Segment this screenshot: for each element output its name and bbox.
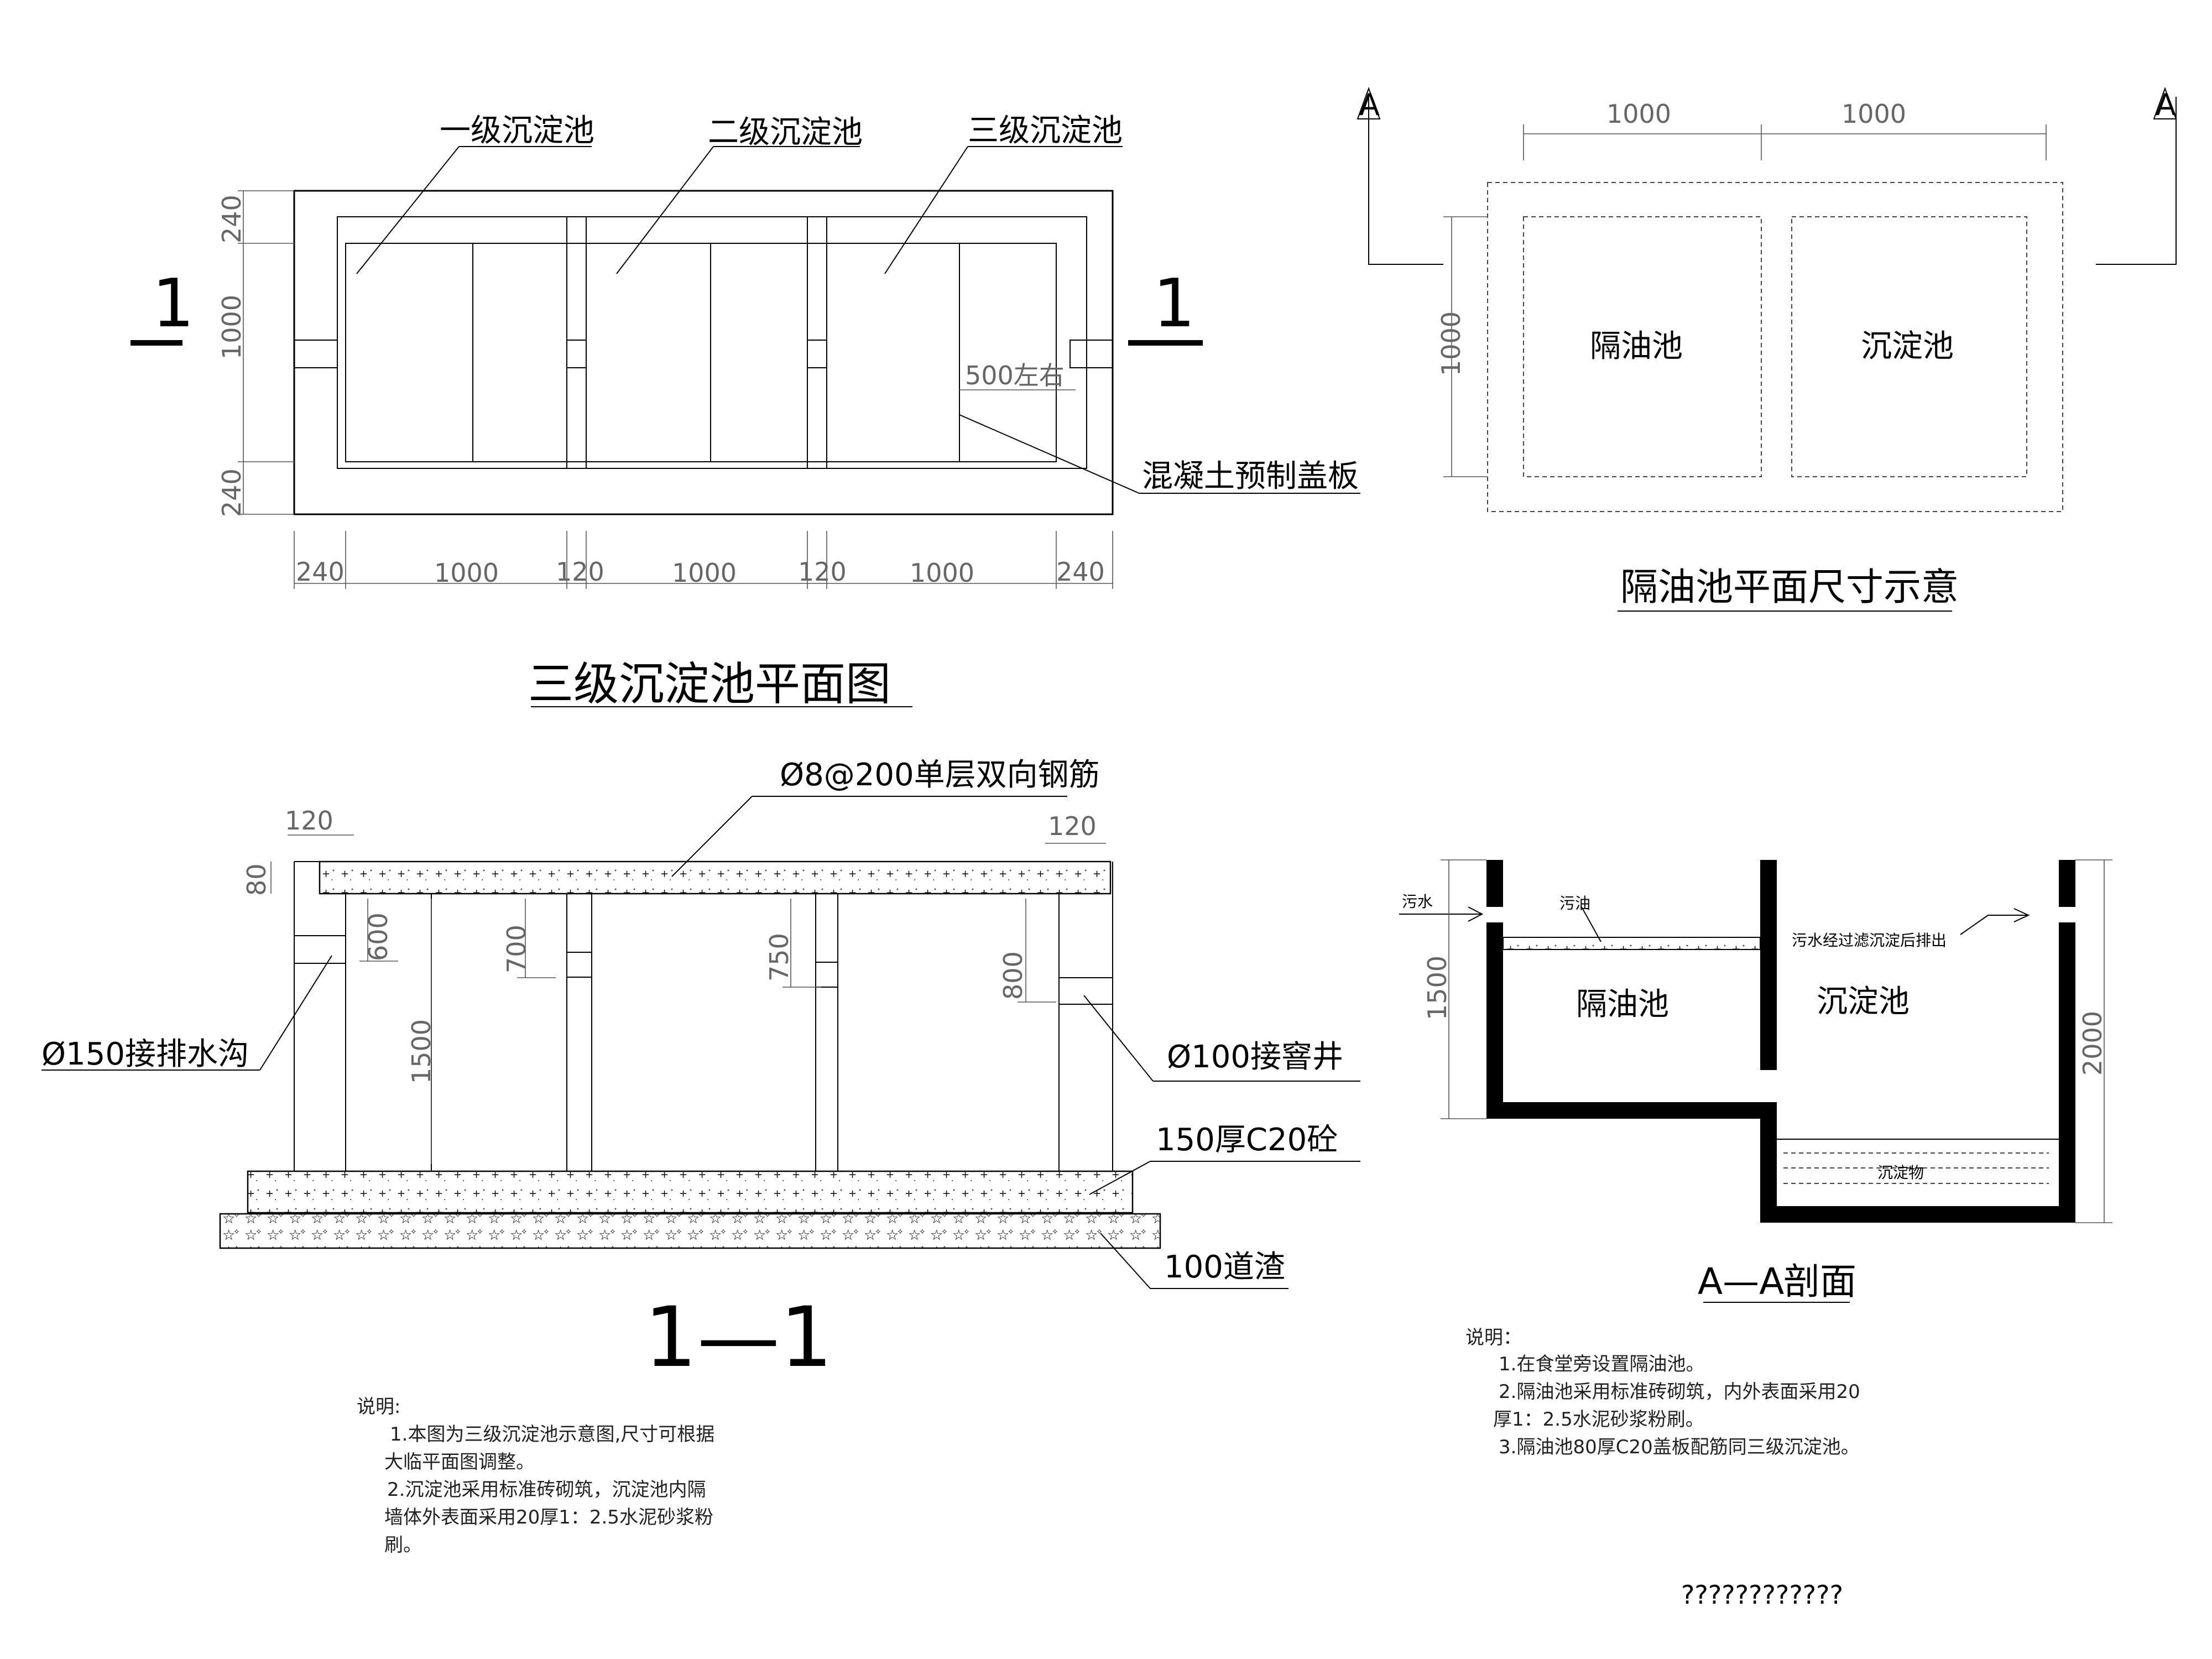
footer-text: ???????????? (1681, 1580, 1843, 1610)
grease-dim-1000-vertical: 1000 (1436, 311, 1466, 376)
sec11-dim-120-left: 120 (285, 806, 333, 836)
cover-label: 混凝土预制盖板 (1142, 458, 1359, 494)
concrete-base (247, 1170, 1134, 1214)
notes-right-line2: 2.隔油池采用标准砖砌筑，内外表面采用20 (1499, 1381, 1860, 1403)
notes-left-line1: 1.本图为三级沉淀池示意图,尺寸可根据 (390, 1423, 714, 1446)
notes-left-line5: 刷。 (384, 1534, 422, 1556)
notes-right-line4: 3.隔油池80厚C20盖板配筋同三级沉淀池。 (1499, 1436, 1860, 1458)
sec11-dim-120-right: 120 (1048, 811, 1097, 841)
plan-dim-v-1000: 1000 (217, 295, 247, 359)
ballast-label: 100道渣 (1164, 1249, 1285, 1285)
settle-pool-outline (1791, 216, 2027, 477)
plan-dim-v-240-bottom: 240 (217, 468, 247, 517)
tank1-label: 一级沉淀池 (440, 113, 594, 149)
rebar-label: Ø8@200单层双向钢筋 (780, 757, 1100, 793)
grease-trap-plan (1357, 87, 2177, 612)
sewage-in-label: 污水 (1402, 893, 1433, 911)
settle-pool-label: 沉淀池 (1861, 328, 1954, 364)
grease-pool-label: 隔油池 (1590, 328, 1683, 364)
notes-right-line3: 厚1：2.5水泥砂浆粉刷。 (1493, 1408, 1704, 1431)
aa-title-mark: A—A (1698, 1260, 1784, 1303)
tank3-label: 三级沉淀池 (968, 113, 1123, 149)
plan-cover-outline (337, 216, 1087, 469)
outlet-label: Ø100接窨井 (1167, 1039, 1343, 1075)
plan-inner-outline (345, 243, 1057, 462)
grease-dim-1000-left: 1000 (1606, 99, 1671, 129)
grease-pool-outline (1523, 216, 1762, 477)
section-1-1-title: 1—1 (644, 1290, 833, 1386)
cover-slab (319, 860, 1112, 895)
notes-left-line2: 大临平面图调整。 (384, 1451, 535, 1473)
section-a-mark-right: A (2156, 87, 2176, 122)
plan-dim-h-120-b: 120 (798, 557, 847, 587)
grease-plan-title: 隔油池平面尺寸示意 (1620, 566, 1959, 609)
section-1-1 (41, 796, 1360, 1289)
section-a-mark-left: A (1359, 87, 1380, 122)
sec11-dim-600: 600 (363, 912, 393, 961)
three-stage-tank-plan (131, 146, 1360, 707)
plan-dim-h-1000-b: 1000 (672, 558, 737, 588)
aa-grease-pool-label: 隔油池 (1576, 987, 1669, 1022)
section-mark-left: 1 (152, 265, 194, 342)
notes-right-heading: 说明： (1465, 1327, 1522, 1349)
approx-500-label: 500左右 (965, 361, 1065, 390)
inlet-label: Ø150接排水沟 (41, 1036, 249, 1072)
tank2-label: 二级沉淀池 (708, 114, 863, 150)
sec11-dim-1500: 1500 (406, 1019, 436, 1084)
grease-outer-outline (1487, 182, 2063, 512)
section-a-a (1399, 859, 2112, 1303)
plan-dim-h-1000-c: 1000 (910, 558, 974, 588)
plan-dim-v-240-top: 240 (217, 195, 247, 243)
notes-left-line3: 2.沉淀池采用标准砖砌筑，沉淀池内隔 (387, 1479, 706, 1501)
notes-right-line1: 1.在食堂旁设置隔油池。 (1499, 1353, 1704, 1375)
plan-title: 三级沉淀池平面图 (528, 658, 891, 711)
sec11-dim-80: 80 (242, 863, 272, 896)
sec11-dim-800: 800 (998, 951, 1028, 1000)
discharge-label: 污水经过滤沉淀后排出 (1792, 931, 1947, 950)
plan-dim-h-120-a: 120 (556, 557, 604, 587)
aa-dim-2000: 2000 (2078, 1011, 2107, 1076)
aa-title-text: 剖面 (1783, 1260, 1856, 1303)
sediment-label: 沉淀物 (1877, 1164, 1924, 1182)
aa-settle-pool-label: 沉淀池 (1817, 984, 1910, 1020)
plan-dim-h-240-right: 240 (1056, 557, 1105, 587)
notes-left-line4: 墙体外表面采用20厚1：2.5水泥砂浆粉 (384, 1506, 713, 1528)
sec11-dim-750: 750 (764, 933, 794, 982)
aa-dim-1500: 1500 (1422, 956, 1452, 1020)
plan-dim-h-240-left: 240 (296, 557, 345, 587)
notes-left-heading: 说明: (357, 1396, 400, 1418)
plan-dim-h-1000-a: 1000 (434, 558, 499, 588)
sec11-dim-700: 700 (502, 925, 531, 973)
concrete-label: 150厚C20砼 (1156, 1122, 1338, 1158)
grease-layer-label: 污油 (1559, 894, 1590, 912)
section-mark-right: 1 (1153, 265, 1195, 342)
ballast-layer (219, 1213, 1161, 1249)
grease-dim-1000-right: 1000 (1841, 99, 1906, 129)
plan-outer-wall (293, 190, 1114, 515)
